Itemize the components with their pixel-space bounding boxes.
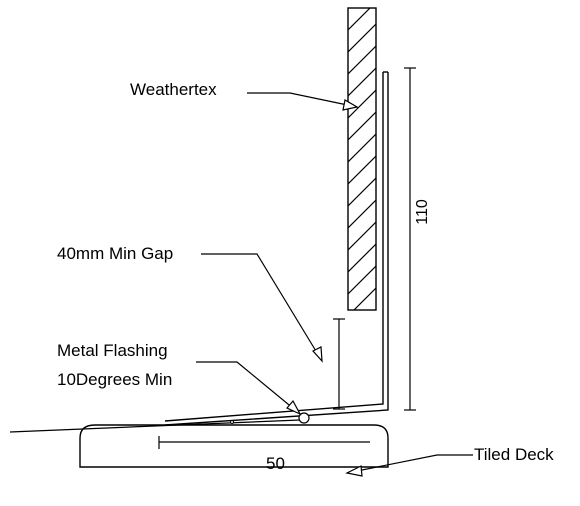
hatch-line xyxy=(348,8,371,31)
hatch-line xyxy=(348,221,376,251)
gap-dimension xyxy=(333,318,345,410)
hatch-line xyxy=(348,89,376,119)
left-leader-line xyxy=(9,419,301,433)
hatch-line xyxy=(353,287,376,310)
hatch-line xyxy=(348,111,376,141)
weathertex-cladding xyxy=(347,7,377,360)
hatch-line xyxy=(348,332,376,360)
hatch-line xyxy=(348,177,376,207)
hatch-line xyxy=(348,23,376,53)
weathertex-leader xyxy=(247,92,359,111)
hatch-line xyxy=(348,67,376,97)
hatch-line xyxy=(348,133,376,163)
vertical-dimension-value: 110 xyxy=(414,199,431,225)
hatch-line xyxy=(348,243,376,273)
hatch-line xyxy=(348,155,376,185)
metal-flashing-label: Metal Flashing xyxy=(57,341,168,360)
min-gap-leader xyxy=(201,253,323,363)
vertical-dimension xyxy=(404,67,416,411)
deck-edge-marker xyxy=(230,420,234,424)
min-gap-label: 40mm Min Gap xyxy=(57,244,173,263)
hatch-line xyxy=(375,309,376,310)
weathertex-label: Weathertex xyxy=(130,80,217,99)
metal-flashing xyxy=(164,71,389,426)
horizontal-dimension xyxy=(158,436,370,449)
flashing-angle-label: 10Degrees Min xyxy=(57,370,172,389)
tiled-deck-label: Tiled Deck xyxy=(474,445,554,464)
horizontal-dimension-value: 50 xyxy=(266,454,285,473)
tiled-deck xyxy=(79,424,389,468)
metal-flashing-leader xyxy=(196,361,302,416)
flashing-edge-marker xyxy=(298,412,310,424)
tiled-deck-leader xyxy=(345,454,473,477)
hatch-line xyxy=(348,199,376,229)
cladding-hatch xyxy=(348,8,376,360)
hatch-line xyxy=(348,265,376,295)
hatch-line xyxy=(348,45,376,75)
